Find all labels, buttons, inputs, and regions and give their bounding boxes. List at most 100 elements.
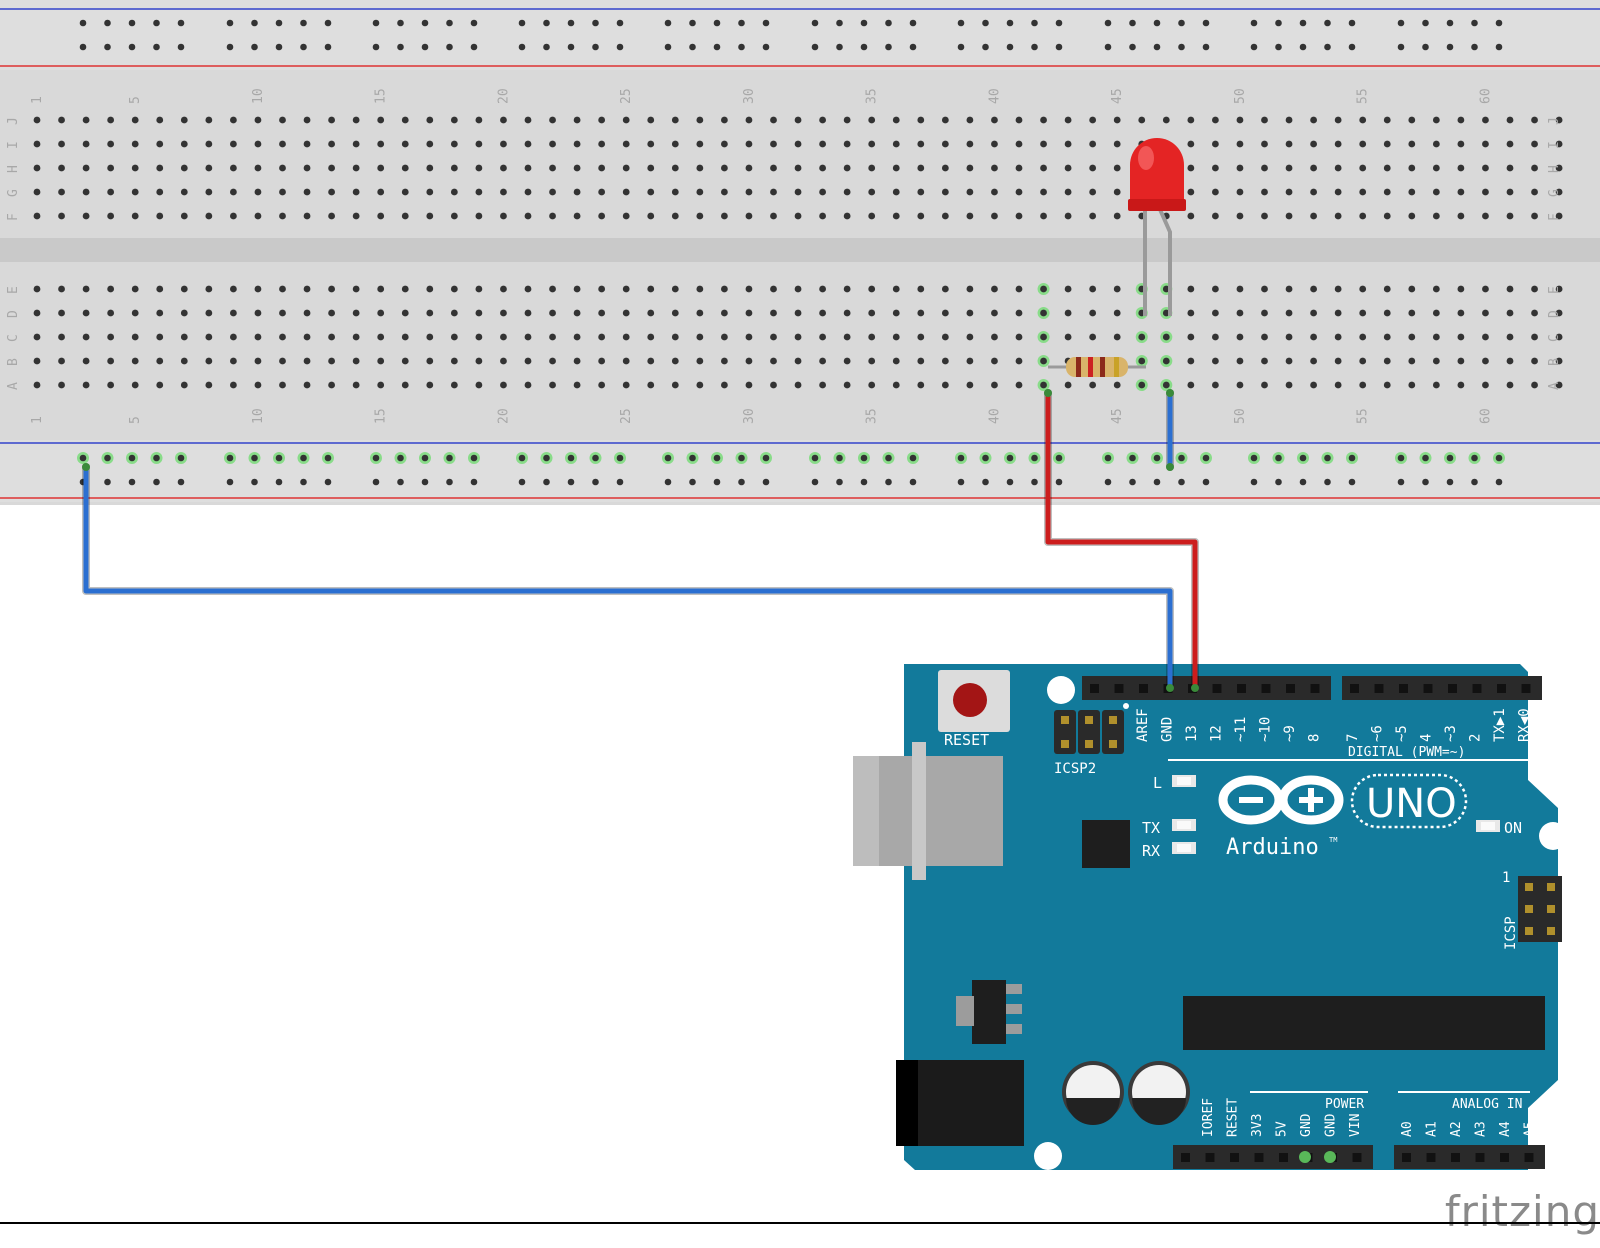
terminal-hole bbox=[770, 357, 777, 365]
terminal-hole bbox=[180, 309, 188, 317]
rail-hole bbox=[1104, 454, 1112, 462]
terminal-hole bbox=[1383, 164, 1391, 172]
terminal-hole bbox=[230, 309, 237, 317]
terminal-hole bbox=[1015, 212, 1023, 220]
terminal-hole bbox=[622, 212, 630, 220]
terminal-hole bbox=[1408, 381, 1416, 389]
digital-pin-label: ~5 bbox=[1394, 725, 1410, 742]
icsp2-label: ICSP2 bbox=[1054, 761, 1096, 777]
column-number-bottom: 55 bbox=[1356, 408, 1371, 424]
terminal-hole bbox=[647, 188, 655, 196]
terminal-hole bbox=[1310, 309, 1317, 317]
terminal-hole bbox=[377, 116, 385, 124]
power-header-socket bbox=[1352, 1153, 1362, 1162]
terminal-hole bbox=[917, 116, 925, 124]
terminal-hole bbox=[426, 357, 434, 365]
terminal-hole bbox=[1432, 188, 1440, 196]
terminal-hole bbox=[1359, 188, 1367, 196]
terminal-hole bbox=[1408, 357, 1416, 365]
terminal-hole bbox=[1506, 164, 1514, 172]
terminal-hole bbox=[892, 285, 900, 293]
terminal-hole bbox=[598, 357, 606, 365]
terminal-hole bbox=[230, 116, 237, 124]
rail-hole bbox=[1250, 43, 1258, 51]
terminal-hole bbox=[819, 116, 826, 124]
terminal-hole bbox=[1015, 188, 1023, 196]
rail-hole bbox=[957, 478, 965, 486]
usb-connector-flange bbox=[912, 742, 926, 880]
terminal-hole bbox=[1285, 333, 1293, 341]
terminal-hole bbox=[647, 333, 655, 341]
terminal-hole bbox=[401, 333, 409, 341]
terminal-hole bbox=[1064, 285, 1072, 293]
terminal-hole bbox=[426, 140, 434, 148]
power-pin-label: IOREF bbox=[1201, 1098, 1216, 1137]
rail-hole bbox=[226, 478, 234, 486]
rail-hole bbox=[885, 19, 892, 27]
terminal-hole bbox=[1187, 140, 1195, 148]
terminal-hole bbox=[549, 309, 556, 317]
terminal-hole bbox=[868, 116, 876, 124]
terminal-hole bbox=[450, 333, 458, 341]
terminal-hole bbox=[1334, 140, 1342, 148]
terminal-hole bbox=[401, 212, 409, 220]
rail-hole bbox=[860, 454, 868, 462]
terminal-hole bbox=[598, 381, 606, 389]
rail-hole bbox=[421, 19, 429, 27]
power-header-socket bbox=[1254, 1153, 1264, 1162]
row-letter-right: H bbox=[1547, 165, 1562, 173]
rail-hole bbox=[104, 19, 111, 27]
terminal-hole bbox=[279, 309, 286, 317]
rail-hole bbox=[1299, 43, 1307, 51]
column-number-top: 5 bbox=[128, 96, 143, 104]
rail-hole bbox=[397, 43, 404, 51]
analog-header-socket bbox=[1426, 1153, 1436, 1162]
terminal-hole bbox=[401, 285, 409, 293]
terminal-hole bbox=[1506, 212, 1514, 220]
terminal-hole bbox=[352, 212, 360, 220]
terminal-hole bbox=[868, 140, 876, 148]
rail-hole bbox=[836, 454, 843, 462]
terminal-hole bbox=[475, 164, 483, 172]
terminal-hole bbox=[1089, 309, 1097, 317]
rail-hole bbox=[543, 19, 550, 27]
digital-header-left-socket bbox=[1310, 684, 1320, 693]
mounting-hole bbox=[1034, 1142, 1062, 1170]
terminal-hole bbox=[450, 357, 458, 365]
rail-hole bbox=[860, 478, 868, 486]
terminal-hole bbox=[33, 333, 41, 341]
terminal-hole bbox=[696, 140, 704, 148]
terminal-hole bbox=[1310, 212, 1317, 220]
terminal-hole bbox=[745, 140, 753, 148]
terminal-hole bbox=[1531, 116, 1538, 124]
terminal-hole bbox=[131, 357, 139, 365]
terminal-hole bbox=[1383, 381, 1391, 389]
terminal-hole bbox=[352, 285, 360, 293]
terminal-hole bbox=[966, 140, 974, 148]
terminal-hole bbox=[622, 309, 630, 317]
digital-header-right-socket bbox=[1521, 684, 1531, 693]
terminal-hole bbox=[401, 381, 409, 389]
rail-hole bbox=[1495, 478, 1503, 486]
terminal-hole bbox=[1432, 164, 1440, 172]
terminal-hole bbox=[475, 309, 483, 317]
terminal-hole bbox=[770, 381, 777, 389]
rail-hole bbox=[177, 454, 185, 462]
terminal-hole bbox=[1408, 140, 1416, 148]
digital-header-right bbox=[1342, 676, 1542, 700]
terminal-hole bbox=[58, 309, 65, 317]
rail-hole bbox=[1471, 478, 1478, 486]
terminal-hole bbox=[966, 188, 974, 196]
power-header-socket bbox=[1279, 1153, 1288, 1162]
rail-hole bbox=[518, 19, 526, 27]
column-number-top: 15 bbox=[374, 88, 389, 104]
terminal-hole bbox=[180, 285, 188, 293]
terminal-hole bbox=[303, 188, 311, 196]
column-number-bottom: 50 bbox=[1233, 408, 1248, 424]
terminal-hole bbox=[328, 381, 335, 389]
digital-header-right-socket bbox=[1448, 684, 1457, 693]
terminal-hole bbox=[721, 333, 728, 341]
terminal-hole bbox=[868, 285, 876, 293]
terminal-hole bbox=[33, 212, 41, 220]
terminal-hole bbox=[1212, 357, 1219, 365]
